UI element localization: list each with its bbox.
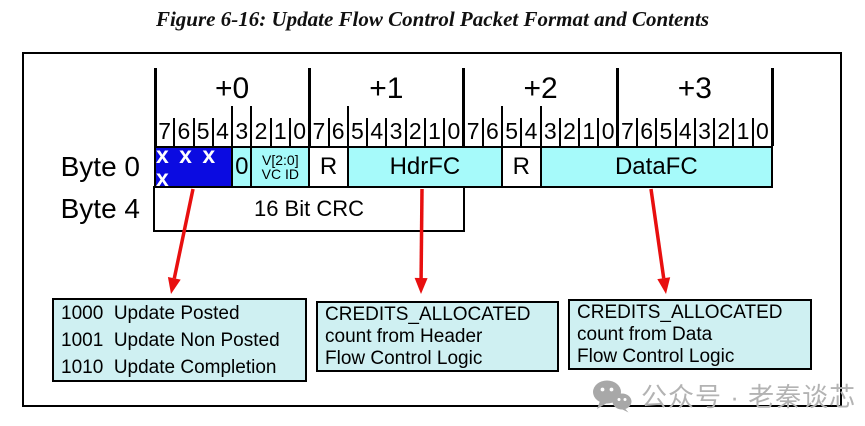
- bit-tick: [578, 118, 581, 146]
- bit-tick: [481, 118, 484, 146]
- bit-tick: [211, 118, 214, 146]
- bit-number: 0: [293, 118, 306, 144]
- bit-number: 4: [370, 118, 384, 144]
- bit-number: 2: [717, 118, 731, 144]
- bit-tick: [732, 118, 735, 146]
- callout-line: CREDITS_ALLOCATED: [325, 303, 531, 325]
- callout-line: Flow Control Logic: [577, 345, 735, 367]
- bit-number: 3: [389, 118, 403, 144]
- hdrfc-callout-box: CREDITS_ALLOCATED count from Header Flow…: [316, 301, 559, 372]
- byte-boundary-line: [307, 68, 311, 146]
- bit-number: 1: [273, 118, 287, 144]
- byte-header: +3: [677, 72, 712, 105]
- callout-line: CREDITS_ALLOCATED: [577, 301, 783, 323]
- bit-tick: [423, 118, 426, 146]
- bit-number: 4: [216, 118, 229, 144]
- watermark-text: 公众号 · 老秦谈芯: [641, 382, 857, 412]
- bit-tick: [443, 118, 446, 146]
- dllp-type-field: x x x x: [154, 144, 234, 190]
- callout-line: Flow Control Logic: [325, 347, 483, 369]
- bit-tick: [636, 118, 639, 146]
- bit-tick: [713, 118, 716, 146]
- legend-line: 1010 Update Completion: [61, 356, 277, 378]
- dllp-type-legend-box: 1000 Update Posted 1001 Update Non Poste…: [52, 298, 307, 382]
- bit-number: 1: [736, 118, 750, 144]
- bit-number: 7: [620, 118, 634, 144]
- datafc-callout-box: CREDITS_ALLOCATED count from Data Flow C…: [568, 299, 812, 370]
- bit-number: 7: [466, 118, 480, 144]
- bit-tick: [288, 118, 291, 146]
- bit-number: 3: [543, 118, 557, 144]
- bit-number: 7: [158, 118, 172, 144]
- bit-tick: [520, 118, 523, 146]
- bit-tick: [173, 118, 176, 146]
- bit-number: 4: [524, 118, 538, 144]
- bit-tick: [558, 118, 561, 146]
- bit-tick: [751, 118, 754, 146]
- crc-field: 16 Bit CRC: [153, 186, 465, 232]
- reserved-field-1: R: [308, 146, 349, 188]
- byte0-row-label: Byte 0: [60, 151, 140, 182]
- figure-title: Figure 6-16: Update Flow Control Packet …: [155, 7, 710, 31]
- bit-number: 5: [505, 118, 519, 144]
- byte4-row-label: Byte 4: [60, 193, 140, 224]
- byte-boundary-line: [153, 68, 157, 146]
- bit3-zero-field: 0: [231, 146, 253, 188]
- bit-number: 7: [312, 118, 326, 144]
- hdrfc-field: HdrFC: [346, 146, 504, 188]
- bit-number: 1: [428, 118, 441, 144]
- vc-id-field: V[2:0]VC ID: [250, 146, 311, 188]
- bit-number: 6: [177, 118, 191, 144]
- bit-number: 2: [254, 118, 268, 144]
- bit-number: 2: [563, 118, 576, 144]
- bit-number: 5: [659, 118, 673, 144]
- callout-line: count from Data: [577, 323, 713, 345]
- bit-number: 4: [678, 118, 692, 144]
- bit-number: 5: [196, 118, 210, 144]
- bit-tick: [385, 118, 388, 146]
- datafc-field: DataFC: [539, 146, 773, 188]
- wechat-icon: [593, 380, 632, 412]
- bit-tick: [327, 118, 330, 146]
- bit-number: 3: [235, 118, 249, 144]
- bit-tick: [539, 106, 542, 146]
- bit-number: 2: [408, 118, 422, 144]
- bit-tick: [655, 118, 658, 146]
- bit-number: 6: [486, 118, 499, 144]
- byte-boundary-line: [462, 68, 465, 146]
- bit-tick: [674, 118, 677, 146]
- watermark: 公众号 · 老秦谈芯: [592, 377, 856, 414]
- bit-number: 0: [601, 118, 615, 144]
- bit-tick: [366, 118, 369, 146]
- byte-header: +2: [523, 72, 558, 105]
- bit-tick: [250, 106, 253, 146]
- bit-number: 0: [447, 118, 461, 144]
- bit-tick: [501, 106, 504, 146]
- bit-number: 3: [698, 118, 711, 144]
- field-label: VC ID: [261, 166, 299, 182]
- reserved-field-2: R: [501, 146, 542, 188]
- crc-field-label: 16 Bit CRC: [253, 196, 365, 221]
- legend-line: 1000 Update Posted: [61, 302, 240, 324]
- bit-tick: [346, 106, 349, 146]
- bit-number: 1: [582, 118, 596, 144]
- byte-boundary-line: [616, 68, 620, 146]
- byte-header: +1: [369, 72, 404, 105]
- bit-tick: [693, 118, 696, 146]
- bit-number: 6: [640, 118, 654, 144]
- callout-line: count from Header: [325, 325, 483, 347]
- bit-tick: [597, 118, 600, 146]
- bit-number: 0: [755, 118, 769, 144]
- byte-header: +0: [215, 72, 250, 105]
- byte-boundary-line: [770, 68, 774, 146]
- bit-number: 6: [331, 118, 345, 144]
- legend-line: 1001 Update Non Posted: [61, 329, 280, 351]
- bit-tick: [231, 106, 234, 146]
- field-label: V[2:0]: [262, 152, 299, 168]
- bit-tick: [404, 118, 407, 146]
- bit-tick: [192, 118, 195, 146]
- bit-number: 5: [351, 118, 364, 144]
- bit-tick: [269, 118, 272, 146]
